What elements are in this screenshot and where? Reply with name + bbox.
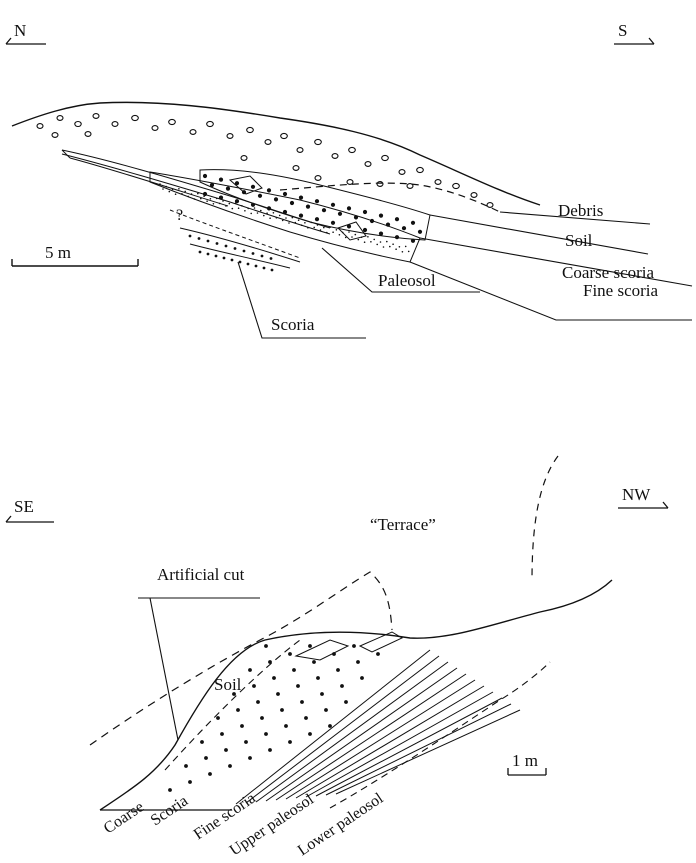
- scale-bar-5m: 5 m: [12, 243, 138, 266]
- south-label: S: [618, 21, 627, 40]
- north-label: N: [14, 21, 26, 40]
- north-direction-marker: N: [6, 21, 46, 44]
- south-direction-marker: S: [614, 21, 654, 44]
- terrace-label: “Terrace”: [370, 515, 436, 534]
- fine-scoria-label: Fine scoria: [583, 281, 659, 300]
- northwest-direction-marker: NW: [618, 485, 668, 508]
- terrace-edge-dashed: [532, 456, 558, 580]
- coarse-scoria-label: Coarse scoria: [562, 263, 655, 282]
- upper-cross-section: N S: [6, 21, 692, 338]
- lower-coarse-scoria-dots: [168, 644, 380, 792]
- scoria-label-lower: Scoria: [148, 792, 191, 829]
- ground-surface-line: [12, 102, 540, 205]
- scale-label-1m: 1 m: [512, 751, 538, 770]
- debris-lower-boundary: [280, 183, 500, 212]
- debris-label: Debris: [558, 201, 603, 220]
- lower-cross-section: SE NW “Terrace” Artificial cut Soil: [6, 456, 668, 858]
- scale-bar-1m: 1 m: [508, 751, 546, 775]
- scoria-outcrop: [170, 210, 300, 271]
- paleosol-layer: [62, 150, 330, 234]
- southeast-label: SE: [14, 497, 34, 516]
- soil-label-lower: Soil: [214, 675, 242, 694]
- lens-feature: [296, 640, 348, 660]
- southeast-direction-marker: SE: [6, 497, 54, 522]
- scoria-label: Scoria: [271, 315, 315, 334]
- paleosol-label: Paleosol: [378, 271, 436, 290]
- southeast-arrow-icon: [6, 516, 54, 522]
- artificial-cut-label: Artificial cut: [157, 565, 245, 584]
- soil-boundary-dashed: [165, 640, 300, 770]
- question-mark: ?: [176, 207, 183, 224]
- soil-label-upper: Soil: [565, 231, 593, 250]
- lens-feature: [360, 632, 402, 652]
- lower-paleosol-boundary: [330, 662, 550, 808]
- northwest-label: NW: [622, 485, 651, 504]
- paleosol-stripes: [236, 650, 520, 804]
- scale-label-5m: 5 m: [45, 243, 71, 262]
- artificial-cut-leader: [138, 598, 260, 740]
- coarse-scoria-dots: [203, 174, 422, 243]
